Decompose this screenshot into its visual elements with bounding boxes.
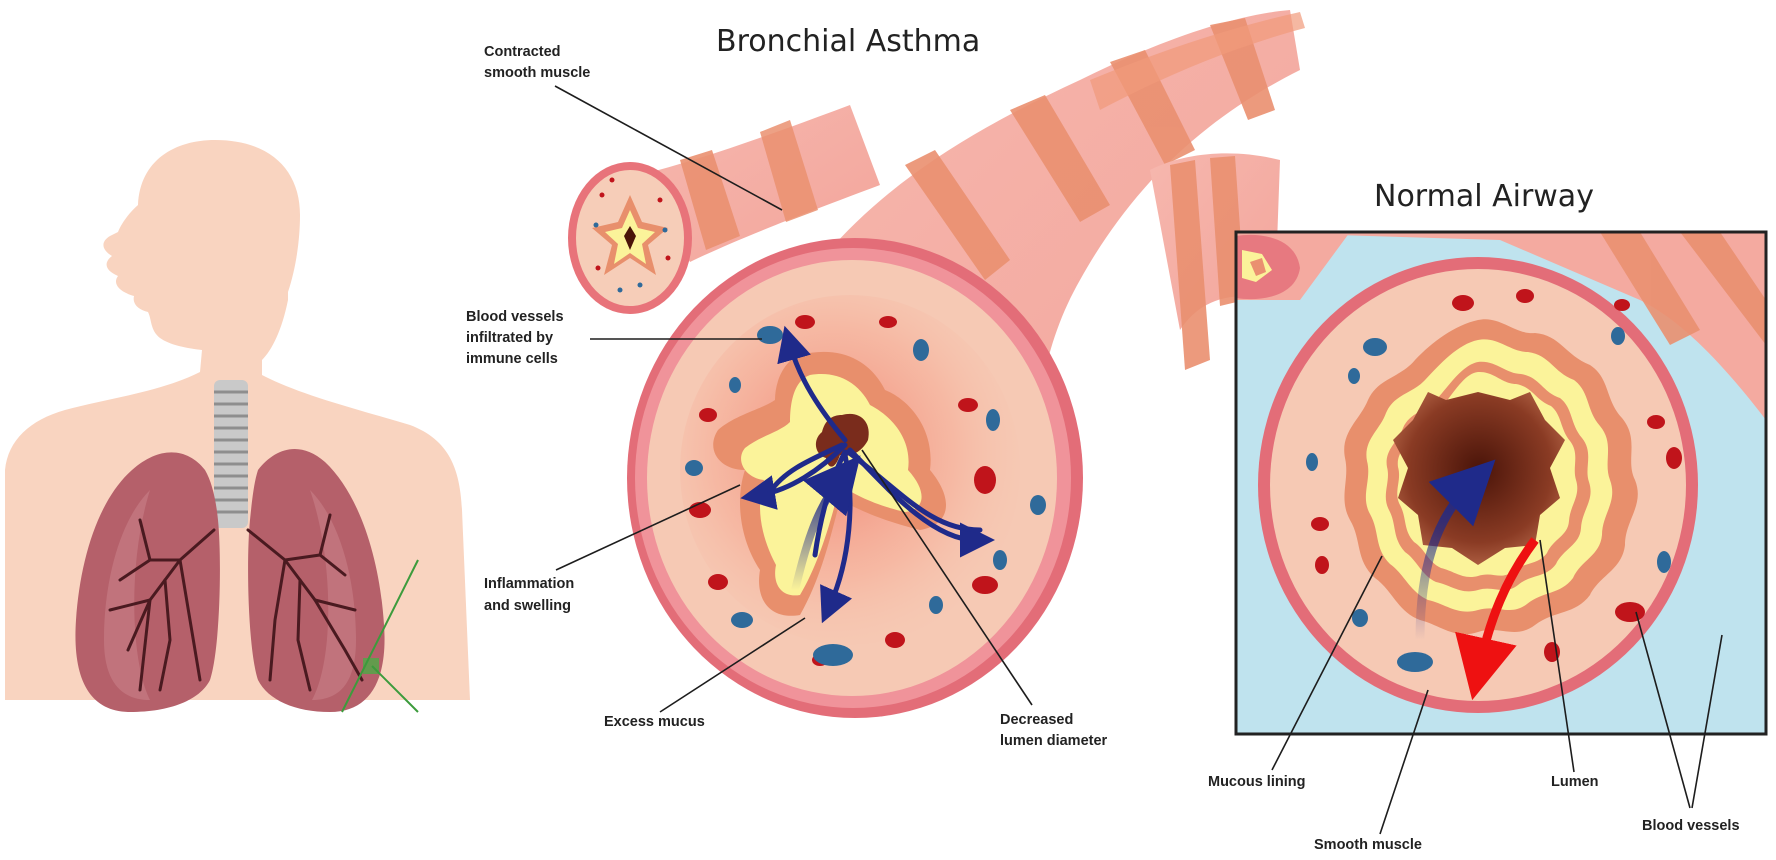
asthma-airway-cross-section <box>627 238 1083 718</box>
label-line: Decreased <box>1000 712 1073 728</box>
label-line: infiltrated by <box>466 330 553 346</box>
asthma-title: Bronchial Asthma <box>716 24 980 59</box>
label-line: Blood vessels <box>1642 818 1740 834</box>
label-line: immune cells <box>466 351 558 367</box>
trachea <box>214 380 248 528</box>
label-line: Mucous lining <box>1208 774 1305 790</box>
label-line: Excess mucus <box>604 714 705 730</box>
label-line: and swelling <box>484 598 571 614</box>
label-line: Contracted <box>484 44 561 60</box>
label-line: lumen diameter <box>1000 733 1108 749</box>
label-line: Smooth muscle <box>1314 837 1422 853</box>
label-line: Inflammation <box>484 576 574 592</box>
normal-airway-box <box>1236 232 1766 734</box>
normal-airway-title: Normal Airway <box>1374 179 1594 214</box>
label-line: Blood vessels <box>466 309 564 325</box>
label-line: smooth muscle <box>484 65 590 81</box>
label-line: Lumen <box>1551 774 1599 790</box>
small-airway-cross-section <box>568 162 692 314</box>
